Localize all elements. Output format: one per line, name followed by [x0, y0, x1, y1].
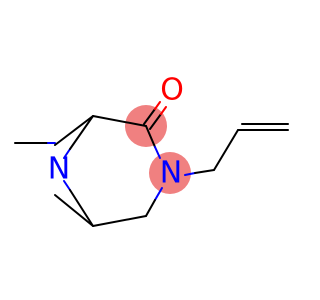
bond-n-upper-blue	[63, 148, 71, 159]
atom-labels: N N O	[48, 73, 184, 191]
bond-carbonyl-n-blue	[154, 146, 161, 159]
bond-co-1-red	[154, 101, 161, 110]
bond-co-1	[143, 108, 156, 125]
bond-ch2-lower	[92, 215, 147, 227]
bond-n-allyl	[194, 169, 215, 174]
bond-n-allyl-blue	[184, 172, 196, 176]
atom-label-n-ring: N	[160, 156, 182, 191]
n-ring-highlight	[149, 152, 191, 194]
atom-label-n-bridge: N	[48, 152, 70, 187]
bonds	[14, 101, 289, 227]
bond-n-upper	[69, 115, 94, 150]
bond-co-2-red	[160, 106, 167, 115]
bond-n-ch2-blue	[154, 187, 163, 201]
bond-n-lower	[69, 189, 94, 227]
bond-bridge-upper	[54, 115, 94, 146]
atom-label-o-carbonyl: O	[160, 73, 184, 108]
bond-n-ch2	[145, 199, 156, 217]
bond-co-2	[149, 113, 162, 130]
bond-n-lower-blue	[63, 180, 71, 191]
molecule-structure: N N O	[14, 73, 289, 227]
bond-carbonyl-n	[145, 125, 156, 148]
bond-upper-carbonyl	[92, 115, 147, 127]
bond-allyl-ch	[213, 129, 239, 171]
bond-bridge-mid	[54, 194, 94, 227]
